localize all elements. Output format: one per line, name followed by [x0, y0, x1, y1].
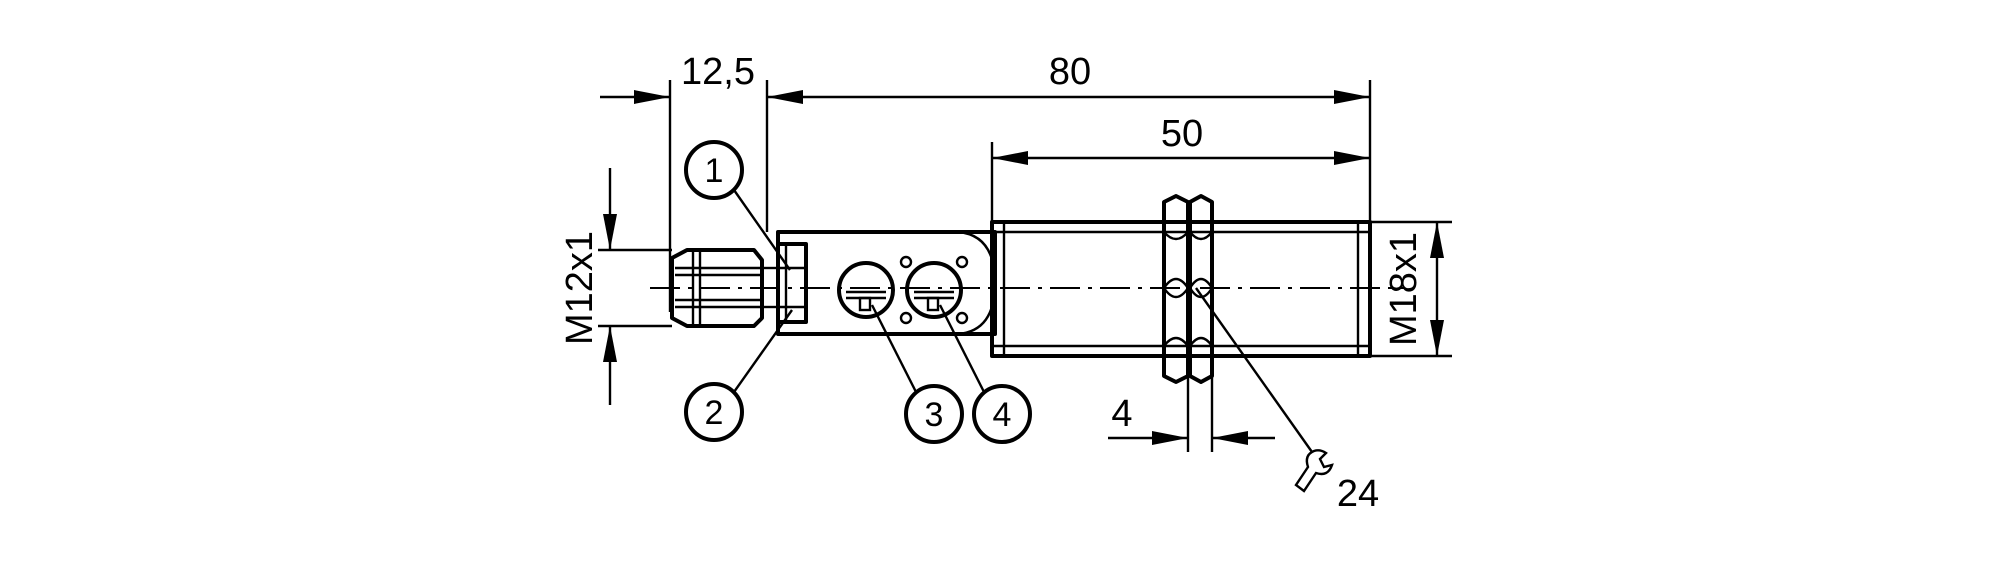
- m12-connector: [670, 248, 778, 328]
- connector-offset-label: 12,5: [681, 51, 755, 93]
- callout-1: 1: [684, 140, 791, 271]
- wrench-size-callout: 24: [1195, 287, 1379, 515]
- callout-2: 2: [684, 309, 793, 442]
- dimension-connector-thread: M12x1: [559, 168, 672, 405]
- dimension-nut-width: 4: [1108, 376, 1275, 452]
- dimension-thread-length: 50: [990, 113, 1370, 222]
- callout-3-label: 3: [925, 396, 944, 434]
- nut-width-label: 4: [1111, 393, 1132, 435]
- potentiometer-3: [837, 261, 895, 319]
- sensor-housing-rear: [776, 230, 997, 336]
- dimension-housing-thread: M18x1: [1370, 220, 1452, 358]
- wrench-size-label: 24: [1337, 473, 1379, 515]
- overall-length-label: 80: [1049, 51, 1091, 93]
- callout-4: 4: [938, 304, 1032, 444]
- thread-length-label: 50: [1161, 113, 1203, 155]
- callout-3: 3: [870, 304, 964, 444]
- callout-2-label: 2: [705, 394, 724, 432]
- dimension-overall-length: 80: [767, 51, 1372, 222]
- potentiometer-4: [899, 255, 969, 325]
- threaded-barrel: [990, 220, 1372, 358]
- connector-thread-label: M12x1: [559, 231, 601, 345]
- dimension-connector-offset: 12,5: [600, 51, 803, 312]
- callout-4-label: 4: [993, 396, 1012, 434]
- housing-thread-label: M18x1: [1383, 232, 1425, 346]
- callout-1-label: 1: [705, 152, 724, 190]
- wrench-icon: [1294, 449, 1334, 493]
